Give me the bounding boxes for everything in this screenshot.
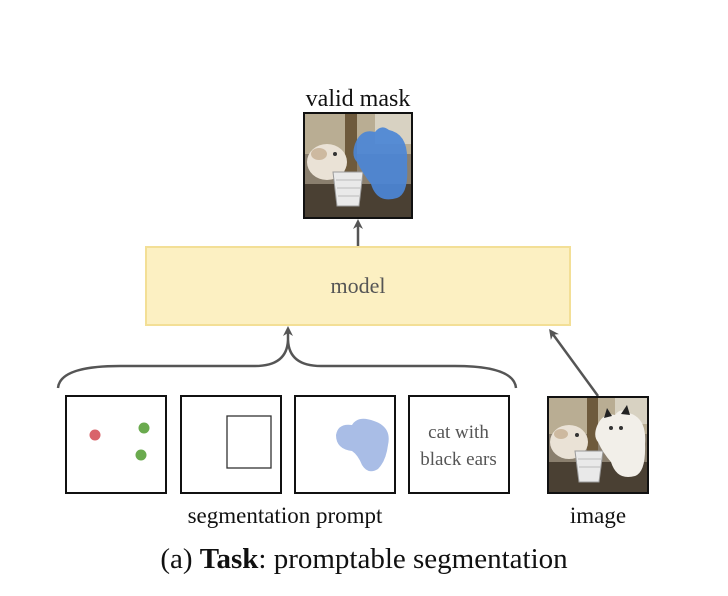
caption-suffix: : promptable segmentation bbox=[258, 543, 568, 575]
caption-prefix: (a) bbox=[160, 543, 200, 575]
prompt-group-label: segmentation prompt bbox=[187, 503, 383, 528]
mask-blob-icon bbox=[336, 418, 389, 472]
green-point-icon bbox=[135, 449, 147, 461]
box-prompt-box bbox=[180, 395, 282, 494]
caption-bold: Task bbox=[199, 543, 259, 575]
green-point-icon bbox=[138, 422, 150, 434]
mask-prompt-box bbox=[294, 395, 396, 494]
valid-mask-photo bbox=[305, 114, 411, 217]
model-box: model bbox=[145, 246, 571, 326]
text-prompt-line-2: black ears bbox=[420, 449, 497, 470]
text-prompt-line-1: cat with bbox=[428, 422, 489, 443]
text-prompt-box: cat with black ears bbox=[408, 395, 510, 494]
curly-brace-icon bbox=[56, 339, 518, 389]
box-prompt-icon bbox=[226, 415, 272, 469]
arrow-up-icon bbox=[549, 328, 600, 397]
point-prompt-box bbox=[65, 395, 167, 494]
red-point-icon bbox=[89, 429, 101, 441]
model-label: model bbox=[330, 273, 386, 298]
valid-mask-image bbox=[303, 112, 413, 219]
input-photo bbox=[549, 398, 647, 492]
figure-caption: (a) Task: promptable segmentation bbox=[0, 543, 728, 576]
input-image bbox=[547, 396, 649, 494]
image-label: image bbox=[569, 503, 627, 528]
output-label: valid mask bbox=[305, 86, 411, 112]
